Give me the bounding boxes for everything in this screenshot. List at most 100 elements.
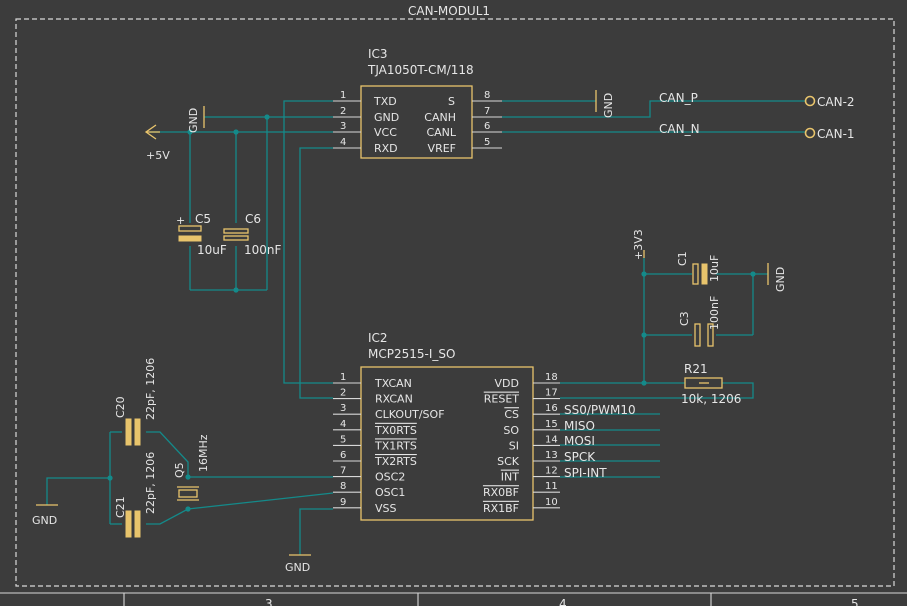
power-5v-label: +5V	[146, 149, 170, 162]
c20-value: 22pF, 1206	[144, 358, 157, 420]
ic2-pin-name: VSS	[375, 502, 397, 515]
gnd-label: GND	[187, 108, 200, 133]
ic2-ref: IC2	[368, 331, 388, 345]
ic2-pin-num: 4	[340, 419, 346, 430]
c20-ref: C20	[114, 396, 127, 418]
ic3-pin-num: 5	[484, 137, 490, 148]
can2-connector[interactable]: CAN-2	[804, 95, 855, 109]
power-3v3-symbol: +3V3	[632, 229, 645, 260]
q5-value: 16MHz	[197, 434, 210, 472]
c3-value: 100nF	[708, 296, 721, 330]
ic2-pin-name: CLKOUT/SOF	[375, 408, 445, 421]
ic3-pin-name: VCC	[374, 126, 397, 139]
capacitor-c5[interactable]: + C5 10uF	[176, 212, 227, 257]
gnd-label: GND	[32, 514, 57, 527]
ic3-pin-num: 4	[340, 137, 346, 148]
c6-value: 100nF	[244, 243, 282, 257]
c3-ref: C3	[678, 311, 691, 326]
gnd-symbol: GND	[285, 554, 311, 574]
ic2-pin-name: CS	[504, 408, 519, 421]
capacitor-c20[interactable]: C20 22pF, 1206	[114, 358, 157, 446]
ic3-body	[360, 85, 473, 159]
ic3-ref: IC3	[368, 47, 388, 61]
c21-value: 22pF, 1206	[144, 452, 157, 514]
v33-decoupling-wiring	[560, 258, 768, 399]
ic3-pin-name: GND	[374, 111, 399, 124]
can1-label: CAN-1	[817, 127, 855, 141]
spi-nets: SS0/PWM10 MISO MOSI SPCK SPI-INT	[560, 403, 660, 480]
ic3-pin-num: 6	[484, 121, 490, 132]
module-title: CAN-MODUL1	[408, 4, 490, 18]
ic3-pin-num: 3	[340, 121, 346, 132]
c5-plus: +	[176, 214, 185, 227]
power-5v-symbol: +5V	[144, 124, 170, 162]
r21-ref: R21	[684, 362, 708, 376]
resistor-r21[interactable]: R21 10k, 1206	[681, 362, 741, 406]
ic3-pin-num: 1	[340, 90, 346, 101]
ic3-wiring	[150, 100, 805, 399]
ic2-pin-num: 16	[545, 403, 558, 414]
capacitor-c3[interactable]: C3 100nF	[678, 296, 721, 347]
net-miso: MISO	[564, 419, 595, 433]
ic2-pin-num: 12	[545, 466, 558, 477]
module-frame	[15, 18, 895, 587]
c6-ref: C6	[245, 212, 261, 226]
c5-value: 10uF	[197, 243, 227, 257]
ic2-pin-name: RXCAN	[375, 393, 413, 406]
ic2-pin-num: 6	[340, 450, 346, 461]
ic2-pin-num: 14	[545, 434, 558, 445]
ic2-value: MCP2515-I_SO	[368, 347, 455, 361]
ic2-pin-num: 1	[340, 372, 346, 383]
ic2-pin-num: 10	[545, 497, 558, 508]
ic3-symbol[interactable]: IC3 TJA1050T-CM/118 1 2 3 4 TXD GND VCC …	[333, 47, 502, 159]
ic2-pin-name: TXCAN	[374, 377, 412, 390]
ic3-pin-num: 8	[484, 90, 490, 101]
c1-ref: C1	[676, 251, 689, 266]
ic2-pin-name: SO	[503, 424, 519, 437]
c21-ref: C21	[114, 496, 127, 518]
ic2-pin-num: 11	[545, 481, 558, 492]
net-ss0: SS0/PWM10	[564, 403, 636, 417]
crystal-q5[interactable]: Q5 16MHz	[173, 434, 210, 501]
net-can-p: CAN_P	[659, 91, 698, 105]
net-can-n: CAN_N	[659, 122, 700, 136]
ic2-pin-num: 5	[340, 434, 346, 445]
gnd-symbol: GND	[595, 90, 615, 118]
capacitor-c6[interactable]: C6 100nF	[223, 212, 282, 257]
r21-value: 10k, 1206	[681, 392, 741, 406]
ic2-pin-name: RESET	[484, 393, 520, 406]
oscillator-wiring	[46, 431, 334, 555]
ic3-pin-num: 2	[340, 106, 346, 117]
gnd-label: GND	[602, 93, 615, 118]
net-spi-int: SPI-INT	[564, 466, 607, 480]
q5-ref: Q5	[173, 462, 186, 478]
ic3-pin-name: CANL	[426, 126, 456, 139]
ic2-pin-num: 17	[545, 388, 558, 399]
ic2-pin-num: 7	[340, 466, 346, 477]
ic3-value: TJA1050T-CM/118	[367, 63, 474, 77]
gnd-symbol: GND	[32, 504, 58, 527]
ic2-pin-name: OSC1	[375, 486, 405, 499]
ic2-pin-num: 3	[340, 403, 346, 414]
net-mosi: MOSI	[564, 434, 595, 448]
can2-label: CAN-2	[817, 95, 855, 109]
capacitor-c1[interactable]: C1 10uF	[676, 251, 721, 285]
ic3-pin-num: 7	[484, 106, 490, 117]
capacitor-c21[interactable]: C21 22pF, 1206	[114, 452, 157, 538]
zone-label-5: 5	[851, 597, 859, 606]
ic2-pin-name: TX2RTS	[374, 455, 417, 468]
ic2-pin-name: TX1RTS	[374, 439, 417, 452]
ic3-pin-name: VREF	[428, 142, 456, 155]
gnd-symbol: GND	[767, 263, 787, 292]
ic2-pin-num: 13	[545, 450, 558, 461]
can1-connector[interactable]: CAN-1	[804, 127, 855, 141]
c5-ref: C5	[195, 212, 211, 226]
ic2-pin-name: OSC2	[375, 471, 405, 484]
ic2-pin-num: 9	[340, 497, 346, 508]
zone-label-4: 4	[559, 597, 567, 606]
ic2-pin-num: 8	[340, 481, 346, 492]
ic2-pin-name: RX0BF	[483, 486, 519, 499]
